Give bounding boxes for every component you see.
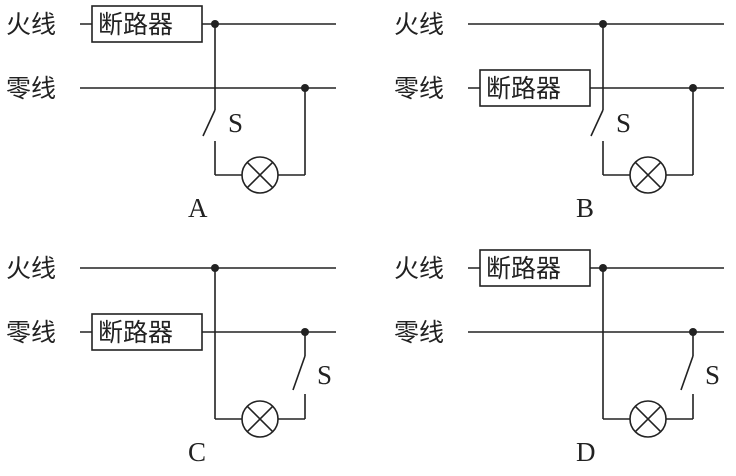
live-wire-label: 火线 <box>394 254 444 283</box>
breaker-label: 断路器 <box>486 74 561 103</box>
breaker-box <box>91 313 203 351</box>
lamp-cross-line <box>634 405 662 433</box>
breaker-label: 断路器 <box>98 318 173 347</box>
neutral-wire-label: 零线 <box>6 74 56 103</box>
switch-blade <box>680 355 694 391</box>
panel-label: A <box>188 193 208 223</box>
lamp-icon <box>629 156 667 194</box>
panel-label: B <box>576 193 594 223</box>
lamp-icon <box>241 156 279 194</box>
panel-label: D <box>576 437 596 467</box>
switch-label: S <box>705 360 720 390</box>
neutral-wire-label: 零线 <box>394 318 444 347</box>
breaker-label: 断路器 <box>98 10 173 39</box>
switch-blade <box>590 109 604 137</box>
live-wire-label: 火线 <box>6 10 56 39</box>
lamp-cross-line <box>634 161 662 189</box>
switch-label: S <box>616 108 631 138</box>
lamp-icon <box>241 400 279 438</box>
lamp-cross-line <box>246 161 274 189</box>
lamp-icon <box>629 400 667 438</box>
breaker-box <box>479 69 591 107</box>
switch-label: S <box>317 360 332 390</box>
breaker-box <box>91 5 203 43</box>
switch-label: S <box>228 108 243 138</box>
live-wire-label: 火线 <box>394 10 444 39</box>
lamp-cross-line <box>246 405 274 433</box>
neutral-wire-label: 零线 <box>394 74 444 103</box>
neutral-wire-label: 零线 <box>6 318 56 347</box>
breaker-label: 断路器 <box>486 254 561 283</box>
live-wire-label: 火线 <box>6 254 56 283</box>
switch-blade <box>292 355 306 391</box>
panel-label: C <box>188 437 206 467</box>
switch-blade <box>202 109 216 137</box>
breaker-box <box>479 249 591 287</box>
